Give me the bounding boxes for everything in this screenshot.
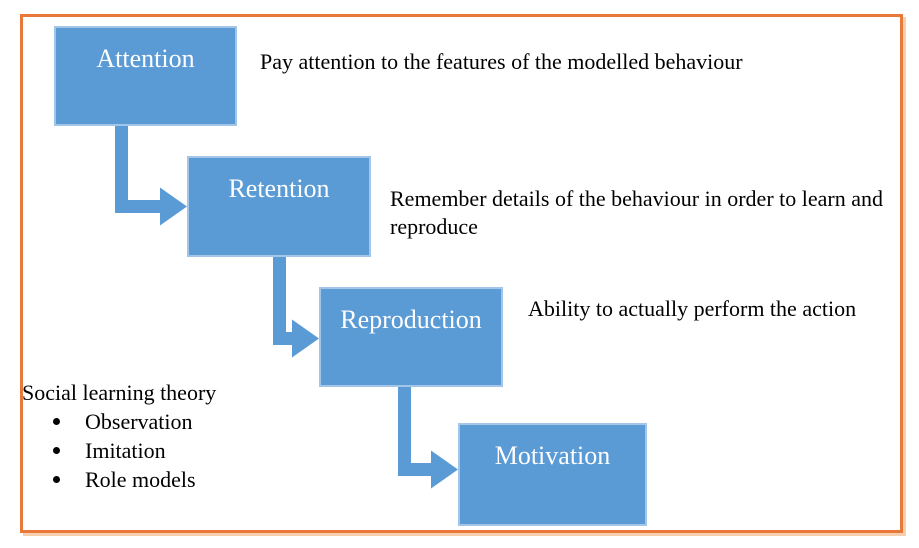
bullet-icon: [53, 418, 60, 425]
step-box-retention: Retention: [187, 156, 371, 257]
step-description-reproduction: Ability to actually perform the action: [528, 296, 857, 321]
note-item-label: Role models: [85, 467, 196, 492]
step-label-retention: Retention: [228, 174, 330, 203]
social-learning-theory-note: Social learning theory Observation Imita…: [22, 379, 322, 494]
bullet-icon: [53, 447, 60, 454]
step-label-attention: Attention: [96, 44, 195, 73]
diagram-border-frame: [20, 14, 903, 533]
step-label-motivation: Motivation: [494, 441, 611, 470]
step-box-reproduction: Reproduction: [319, 287, 503, 387]
step-label-reproduction: Reproduction: [340, 305, 482, 334]
step-box-motivation: Motivation: [458, 423, 647, 526]
list-item: Role models: [22, 465, 322, 494]
step-description-retention: Remember details of the behaviour in ord…: [390, 186, 883, 239]
note-item-label: Observation: [85, 409, 193, 434]
list-item: Observation: [22, 407, 322, 436]
list-item: Imitation: [22, 436, 322, 465]
note-title: Social learning theory: [22, 380, 217, 405]
bullet-icon: [53, 476, 60, 483]
step-description-attention: Pay attention to the features of the mod…: [260, 49, 743, 74]
note-item-label: Imitation: [85, 438, 166, 463]
step-box-attention: Attention: [54, 26, 237, 126]
